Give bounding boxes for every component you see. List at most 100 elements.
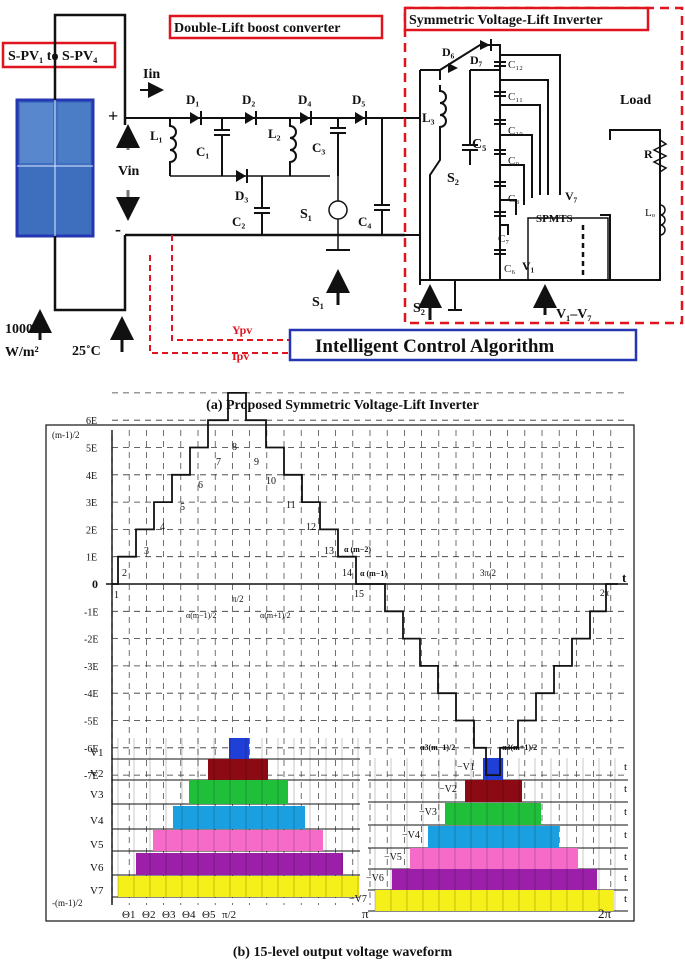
c7-label: C₇: [498, 233, 509, 245]
waveform-panel: (m-1)/21E2E3E4E5E6E0-1E-2E-3E-4E-5E-6E-7…: [45, 392, 635, 922]
alpha-m1-label: α (m−1): [360, 569, 387, 578]
negative-half-cycle: [368, 583, 618, 776]
negative-level-bar: [445, 803, 541, 825]
level-label: 4E: [86, 471, 97, 482]
step-number: 5: [180, 502, 185, 513]
positive-level-bar: [153, 830, 323, 851]
positive-level-bar: [173, 806, 305, 829]
temperature-label: 25˚C: [72, 344, 101, 359]
t-label: t: [622, 570, 627, 585]
pv-label: S-PV₁ to S-PV₄: [8, 49, 98, 64]
d1-label: D₁: [186, 92, 199, 107]
theta-label: Θ2: [142, 909, 155, 921]
c2-label: C₂: [232, 214, 245, 229]
s2-bottom-label: S₂: [413, 301, 425, 316]
irradiance-unit: W/m²: [5, 345, 39, 360]
caption-b: (b) 15-level output voltage waveform: [232, 945, 453, 960]
c4-label: C₄: [358, 214, 371, 229]
step-number: 4: [160, 522, 165, 533]
step-number: 3: [144, 546, 149, 557]
v-level-label: V3: [90, 789, 104, 801]
pi-label: π: [362, 906, 369, 921]
theta-label: Θ5: [202, 909, 216, 921]
level-label: -4E: [84, 689, 98, 700]
d2-label: D₂: [242, 92, 255, 107]
t-row-label: t: [624, 806, 627, 818]
circuit-diagram: S-PV₁ to S-PV₄ + - Iin Vin Double-Lift b…: [1, 6, 684, 363]
v7-label: V₇: [565, 189, 578, 203]
two-pi-small-label: 2π: [600, 588, 610, 598]
waveform-labels: (m-1)/21E2E3E4E5E6E0-1E-2E-3E-4E-5E-6E-7…: [52, 416, 627, 921]
iin-label: Iin: [143, 67, 160, 82]
plus-sign: +: [108, 106, 118, 126]
s1-switch: [328, 200, 348, 220]
alpha-right-label: α(m+1)/2: [260, 611, 290, 620]
s1-bottom-label: S₁: [312, 295, 324, 310]
neg-v-level-label: −V6: [366, 873, 384, 884]
t-row-label: t: [624, 829, 627, 841]
step-number: 9: [254, 457, 259, 468]
level-label: -6E: [84, 744, 98, 755]
negative-level-bar: [392, 869, 597, 890]
c10-label: C₁₀: [508, 125, 523, 137]
y-bottom-label: -(m-1)/2: [52, 898, 83, 908]
neg-v-level-label: −V4: [402, 830, 420, 841]
level-label: -7E: [84, 771, 98, 782]
step-number: 8: [232, 442, 237, 453]
positive-level-bar: [208, 759, 268, 780]
minus-sign: -: [115, 219, 121, 239]
positive-level-bar: [136, 853, 343, 875]
vin-label: Vin: [118, 164, 139, 179]
t-row-label: t: [624, 851, 627, 863]
level-label: 1E: [86, 553, 97, 564]
step-number: 13: [324, 546, 334, 557]
v-level-label: V7: [90, 885, 104, 897]
neg-v-level-label: −V7: [349, 894, 367, 905]
negative-level-bar: [428, 826, 559, 848]
c3-label: C₃: [312, 140, 325, 155]
level-label: -3E: [84, 662, 98, 673]
v-level-label: V2: [90, 768, 103, 780]
v1-label: V₁: [522, 259, 535, 273]
caption-a: (a) Proposed Symmetric Voltage-Lift Inve…: [206, 398, 479, 413]
lo-label: Lₒ: [645, 207, 655, 219]
inverter-title: Symmetric Voltage-Lift Inverter: [409, 13, 603, 28]
level-label: -1E: [84, 607, 98, 618]
negative-level-bar: [375, 890, 614, 911]
step-number: 1: [114, 590, 119, 601]
step-number: 2: [122, 568, 127, 579]
ypv-label: Ypv: [232, 323, 252, 337]
alpha-m2-label: α (m−2): [344, 545, 371, 554]
alpha3-right-label: α3(m+1)/2: [502, 743, 537, 752]
neg-v-level-label: −V1: [457, 762, 475, 773]
c11-label: C₁₁: [508, 91, 523, 103]
y-top-label: (m-1)/2: [52, 430, 80, 440]
v-level-label: V1: [90, 747, 103, 759]
control-box: [288, 328, 638, 362]
staircase-waveform: [112, 392, 618, 776]
v-level-label: V6: [90, 862, 104, 874]
positive-level-bar: [189, 780, 288, 804]
step-number: 12: [306, 522, 316, 533]
theta-label: Θ1: [122, 909, 135, 921]
d7-label: D₇: [470, 53, 483, 67]
step-number: 14: [342, 568, 352, 579]
s1-label: S₁: [300, 207, 312, 222]
three-pi-half-label: 3π/2: [480, 568, 496, 578]
alpha3-left-label: α3(m−1)/2: [420, 743, 455, 752]
neg-v-level-label: −V2: [439, 784, 457, 795]
pi-half-label: π/2: [232, 594, 244, 604]
step-number: 6: [198, 480, 203, 491]
zero-label: 0: [92, 577, 98, 591]
control-title: Intelligent Control Algorithm: [315, 336, 554, 357]
two-pi-label: 2π: [598, 906, 612, 921]
d3-label: D₃: [235, 188, 248, 203]
alpha-left-label: α(m−1)/2: [186, 611, 216, 620]
theta-label: π/2: [222, 909, 236, 921]
positive-level-bar: [118, 876, 359, 897]
s2-label: S₂: [447, 171, 459, 186]
level-label: 2E: [86, 525, 97, 536]
ipv-label: Ipv: [232, 349, 249, 363]
t-row-label: t: [624, 761, 627, 773]
